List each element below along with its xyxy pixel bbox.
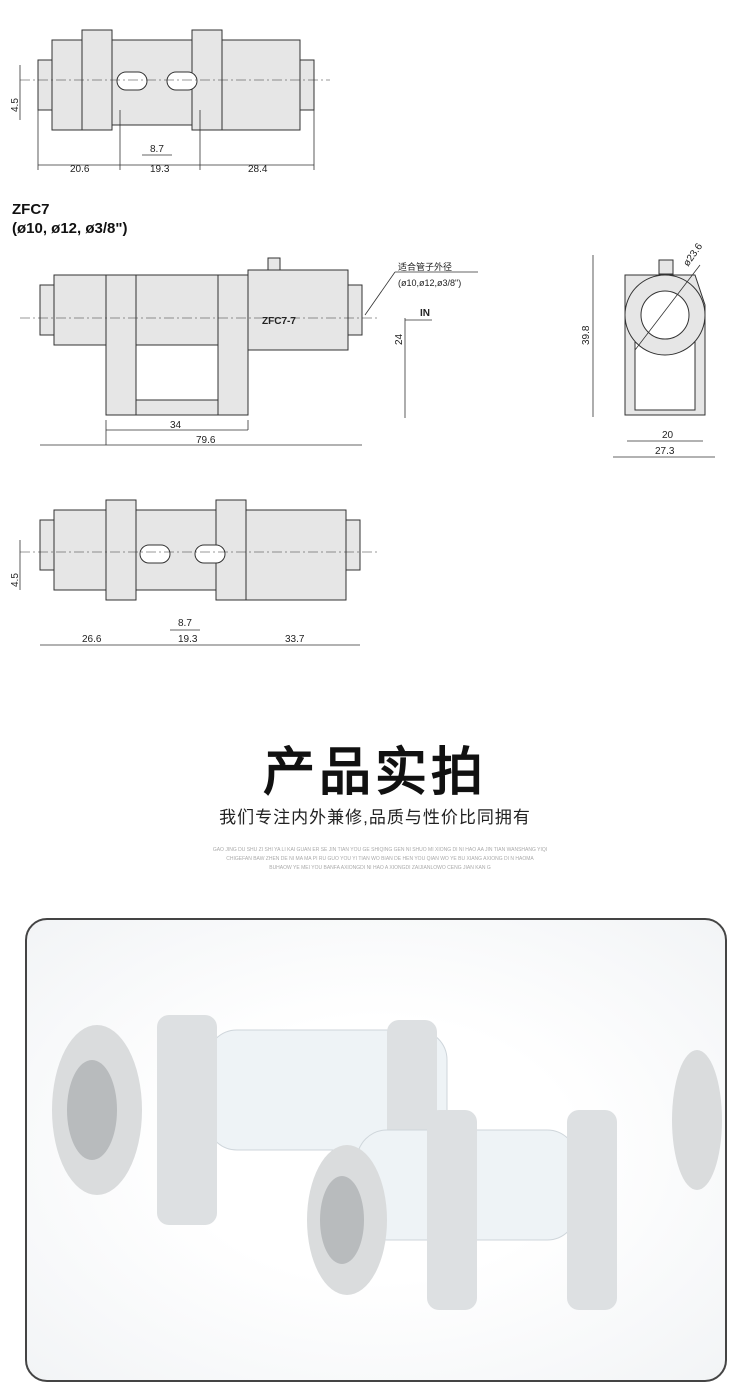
dim-w1: 20 xyxy=(662,430,674,441)
dim-w2: 27.3 xyxy=(655,446,675,457)
section-title: 产品实拍 xyxy=(262,744,487,802)
dim-a: 8.7 xyxy=(178,618,192,629)
note-cn: 适合管子外径 xyxy=(398,261,452,272)
drawing-side-view: ø23.6 39.8 20 27.3 xyxy=(581,241,715,458)
dim-mid: 19.3 xyxy=(150,164,170,175)
section-subtitle: 我们专注内外兼修,品质与性价比同拥有 xyxy=(219,808,531,827)
dim-34: 34 xyxy=(170,420,182,431)
pinyin-text: GAO JING DU SHU ZI SHI YA LI KAI GUAN ER… xyxy=(195,846,565,873)
note-sizes: (ø10,ø12,ø3/8") xyxy=(398,278,461,288)
dim-height: 4.5 xyxy=(10,98,21,112)
pinyin-line: BUHAOW YE MEI YOU BANFA AXIONGDI NI HAO … xyxy=(269,865,491,871)
dim-height: 24 xyxy=(394,333,405,345)
dim-left: 26.6 xyxy=(82,634,102,645)
dim-mid: 19.3 xyxy=(178,634,198,645)
dim-height: 4.5 xyxy=(10,573,21,587)
dim-right: 33.7 xyxy=(285,634,305,645)
dim-diameter: ø23.6 xyxy=(681,241,705,269)
product-photo-illustration xyxy=(52,1015,722,1310)
dim-height: 39.8 xyxy=(581,325,592,345)
dim-a: 8.7 xyxy=(150,144,164,155)
dim-total: 79.6 xyxy=(196,435,216,446)
pinyin-line: GAO JING DU SHU ZI SHI YA LI KAI GUAN ER… xyxy=(212,847,548,853)
drawing-top-view: 4.5 8.7 20.6 19.3 28.4 xyxy=(10,29,330,175)
product-photo xyxy=(25,918,727,1382)
in-label: IN xyxy=(420,308,430,319)
dim-left: 20.6 xyxy=(70,164,90,175)
dim-right: 28.4 xyxy=(248,164,268,175)
model-label: ZFC7 (ø10, ø12, ø3/8") xyxy=(12,200,127,238)
pinyin-line: CHIGEFAN BAW ZHEN DE NI MA MA PI RU GUO … xyxy=(226,856,534,862)
model-name: ZFC7 xyxy=(12,201,50,218)
drawing-bottom-view: 4.5 8.7 26.6 19.3 33.7 xyxy=(10,499,378,646)
model-sizes: (ø10, ø12, ø3/8") xyxy=(12,220,128,237)
drawing-front-view: ZFC7-7 适合管子外径 (ø10,ø12,ø3/8") IN 24 34 7… xyxy=(20,257,478,446)
part-label: ZFC7-7 xyxy=(262,316,296,327)
